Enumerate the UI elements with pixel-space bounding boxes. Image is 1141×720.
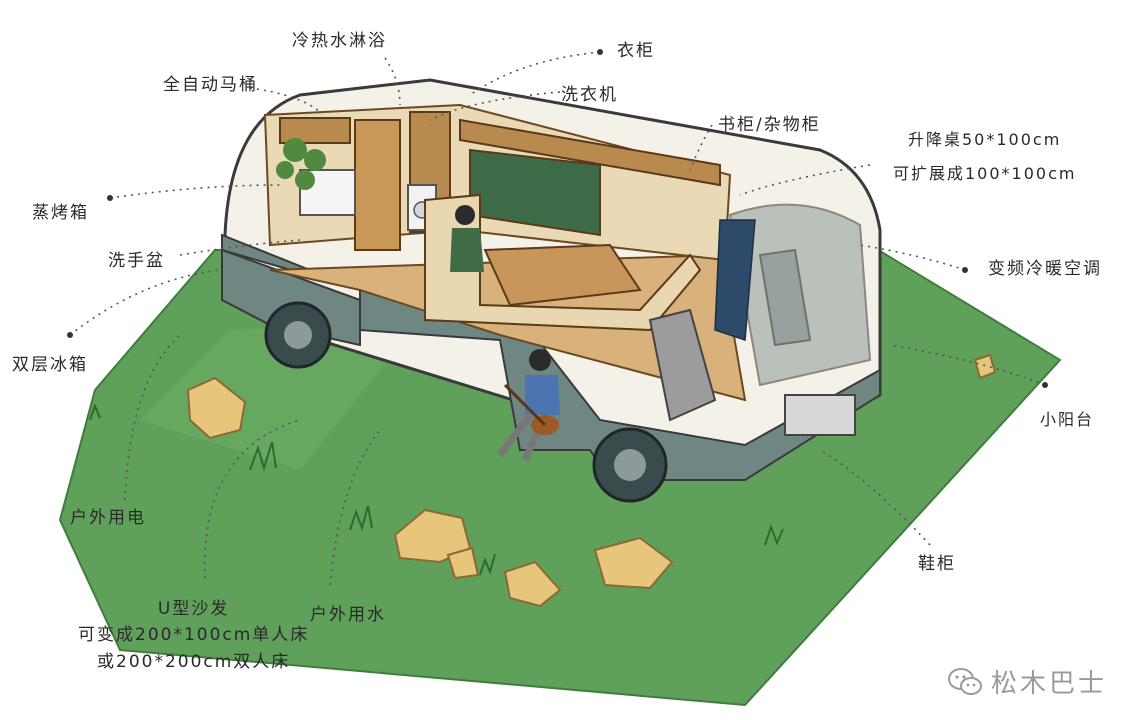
leader-sofa	[204, 419, 301, 579]
label-outdoor-power: 户外用电	[70, 508, 146, 528]
shower-door	[354, 119, 401, 251]
person-reading	[450, 205, 484, 272]
rock	[593, 536, 674, 590]
person-guitar	[497, 349, 560, 462]
side-window	[469, 148, 601, 237]
label-sofa: U型沙发 可变成200*100cm单人床 或200*200cm双人床	[78, 596, 309, 675]
label-fridge: 双层冰箱	[12, 355, 88, 375]
label-toilet: 全自动马桶	[163, 75, 258, 95]
rocks	[186, 353, 997, 608]
label-balcony: 小阳台	[1040, 410, 1095, 429]
rock	[503, 560, 562, 608]
label-desk-line1: 升降桌50*100cm	[908, 130, 1062, 149]
leader-fridge	[69, 269, 221, 336]
wheels	[264, 301, 668, 503]
leader-washer	[429, 91, 561, 121]
label-steam-oven: 蒸烤箱	[32, 203, 89, 223]
windshield	[728, 203, 872, 387]
label-wardrobe: 衣柜	[617, 41, 655, 61]
rock	[186, 376, 247, 440]
label-shower: 冷热水淋浴	[292, 31, 387, 51]
label-bookshelf: 书柜/杂物柜	[718, 115, 821, 135]
leader-desk	[739, 164, 871, 196]
watermark: 松木巴士	[947, 663, 1107, 700]
label-sofa-line1: U型沙发	[157, 599, 230, 619]
leader-dots	[67, 49, 1048, 388]
leader-outdoor-power	[124, 334, 181, 501]
upper-cabinets	[279, 111, 721, 233]
curtain	[714, 219, 756, 342]
label-sofa-line3: 或200*200cm双人床	[97, 651, 291, 672]
label-sofa-line2: 可变成200*100cm单人床	[78, 625, 310, 646]
table	[483, 243, 642, 307]
label-sink: 洗手盆	[108, 251, 165, 271]
label-washer: 洗衣机	[561, 85, 618, 105]
driver-seat	[648, 308, 717, 422]
leader-toilet	[249, 87, 321, 113]
leader-steam-oven	[109, 184, 281, 199]
label-desk-line2: 可扩展成100*100cm	[893, 164, 1077, 183]
label-shoe-cabinet: 鞋柜	[918, 554, 956, 574]
bus	[221, 78, 882, 503]
hanging-plant	[276, 138, 326, 190]
rock	[446, 546, 480, 580]
leader-ac	[859, 244, 966, 271]
label-ac: 变频冷暖空调	[988, 259, 1102, 279]
label-outdoor-water: 户外用水	[310, 605, 386, 625]
watermark-text: 松木巴士	[990, 669, 1107, 699]
wechat-icon	[947, 667, 982, 695]
rock	[973, 353, 997, 380]
grass-tufts	[89, 403, 784, 576]
front-grille	[784, 394, 856, 436]
leader-lines	[69, 51, 1046, 586]
